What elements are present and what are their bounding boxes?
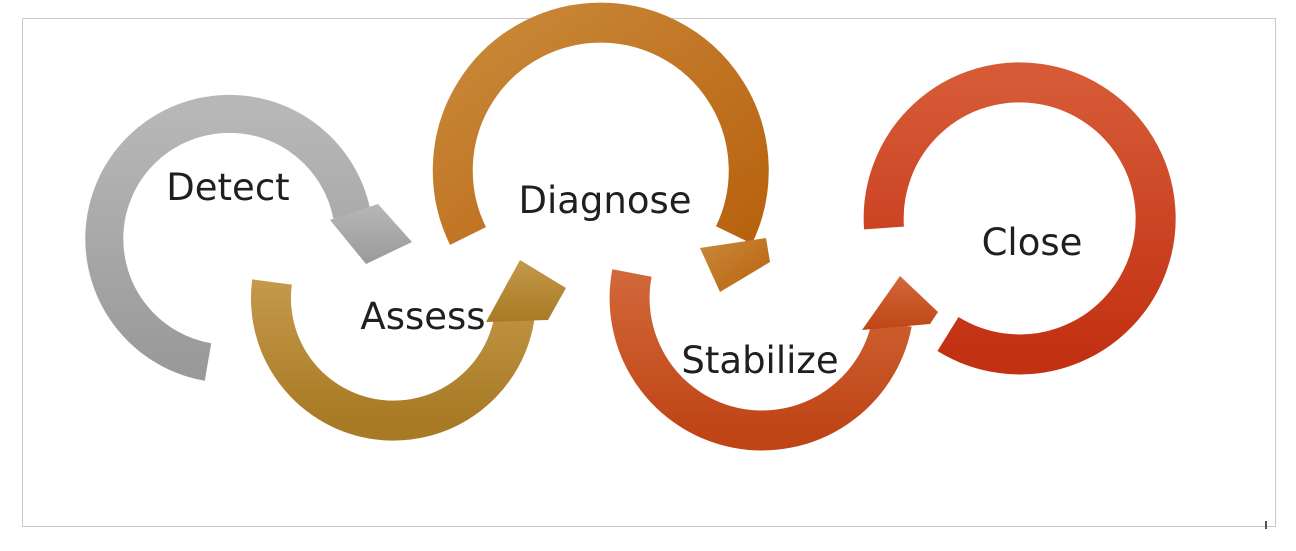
stage-label-assess: Assess — [360, 295, 485, 338]
assess-arrow — [250, 260, 566, 441]
edge-tick — [1265, 521, 1267, 529]
stage-label-close: Close — [982, 221, 1083, 264]
close-arrow — [863, 62, 1176, 375]
stage-label-detect: Detect — [166, 166, 289, 209]
detect-arrow — [85, 94, 412, 381]
stabilize-arrow — [609, 269, 938, 451]
stage-label-stabilize: Stabilize — [681, 339, 838, 382]
diagnose-arrow — [432, 2, 770, 292]
stage-label-diagnose: Diagnose — [518, 179, 691, 222]
